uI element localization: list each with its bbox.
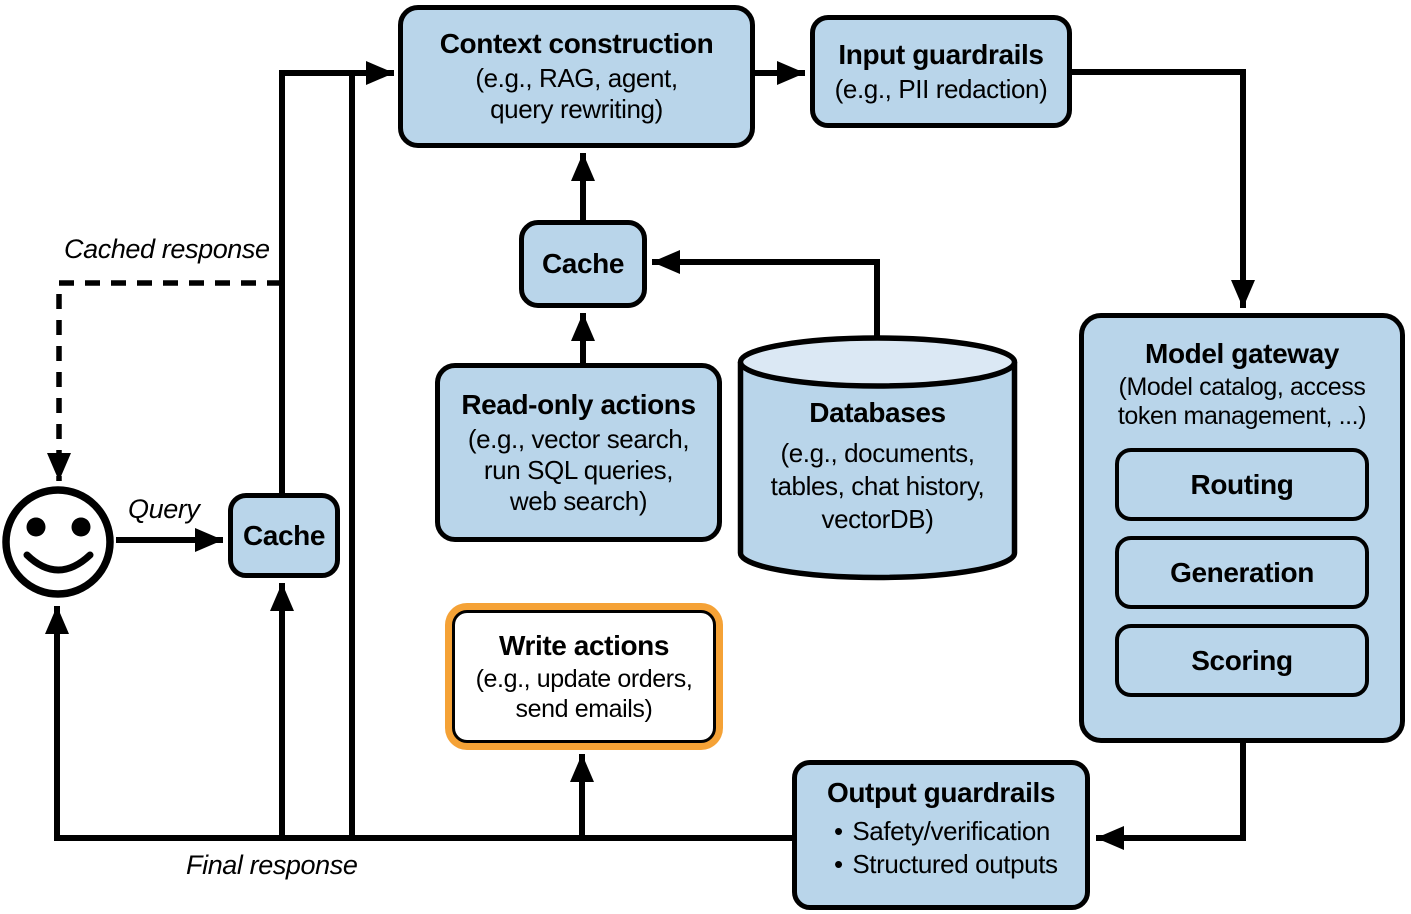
node-read-only-actions: Read-only actions (e.g., vector search, … — [435, 363, 722, 542]
node-write-actions: Write actions (e.g., update orders, send… — [445, 603, 723, 750]
model-gateway-title: Model gateway — [1145, 338, 1339, 369]
node-output-guardrails: Output guardrails • Safety/verification … — [792, 760, 1090, 910]
edge-gateway-to-output-guardrails — [1096, 743, 1246, 850]
node-model-gateway: Model gateway (Model catalog, access tok… — [1079, 313, 1405, 743]
input-guardrails-title: Input guardrails — [838, 38, 1044, 70]
gateway-component-generation: Generation — [1115, 536, 1369, 609]
node-query-cache: Cache — [228, 493, 340, 578]
output-guardrails-list: • Safety/verification • Structured outpu… — [824, 815, 1058, 881]
databases-subtitle: (e.g., documents, tables, chat history, … — [770, 438, 985, 534]
output-guardrails-item-text: Structured outputs — [852, 849, 1058, 879]
read-only-actions-subtitle: (e.g., vector search, run SQL queries, w… — [467, 423, 690, 516]
model-gateway-subtitle: (Model catalog, access token management,… — [1117, 373, 1367, 430]
user-icon — [2, 486, 114, 598]
edge-cached-response — [47, 280, 282, 481]
bullet-icon: • — [834, 849, 843, 879]
edge-final-response — [45, 606, 792, 841]
node-context-construction: Context construction (e.g., RAG, agent, … — [398, 5, 755, 148]
read-only-actions-title: Read-only actions — [461, 388, 696, 420]
cached-response-label: Cached response — [64, 234, 270, 264]
context-construction-subtitle: (e.g., RAG, agent, query rewriting) — [475, 63, 678, 124]
node-databases: Databases (e.g., documents, tables, chat… — [737, 335, 1018, 581]
edge-input-guardrails-to-gateway — [1072, 69, 1255, 308]
output-guardrails-title: Output guardrails — [826, 777, 1056, 808]
node-intermediate-cache: Cache — [519, 220, 647, 308]
output-guardrails-item: • Safety/verification — [824, 815, 1057, 848]
intermediate-cache-label: Cache — [541, 248, 625, 279]
input-guardrails-subtitle: (e.g., PII redaction) — [834, 73, 1048, 104]
bullet-icon: • — [834, 816, 843, 846]
write-actions-subtitle: (e.g., update orders, send emails) — [475, 664, 693, 723]
node-input-guardrails: Input guardrails (e.g., PII redaction) — [810, 15, 1072, 128]
context-construction-title: Context construction — [439, 28, 714, 59]
gateway-component-routing: Routing — [1115, 448, 1369, 521]
final-response-label: Final response — [186, 850, 358, 880]
output-guardrails-item-text: Safety/verification — [852, 816, 1050, 846]
model-gateway-components: Routing Generation Scoring — [1115, 448, 1369, 697]
write-actions-title: Write actions — [498, 629, 670, 661]
databases-title: Databases — [809, 397, 946, 428]
edge-cache-to-context — [279, 61, 394, 493]
database-cylinder-icon — [737, 335, 1018, 581]
edge-databases-to-cache — [652, 250, 880, 345]
query-cache-label: Cache — [242, 519, 326, 551]
gateway-component-scoring: Scoring — [1115, 624, 1369, 697]
query-label: Query — [128, 494, 200, 524]
output-guardrails-item: • Structured outputs — [824, 848, 1058, 881]
